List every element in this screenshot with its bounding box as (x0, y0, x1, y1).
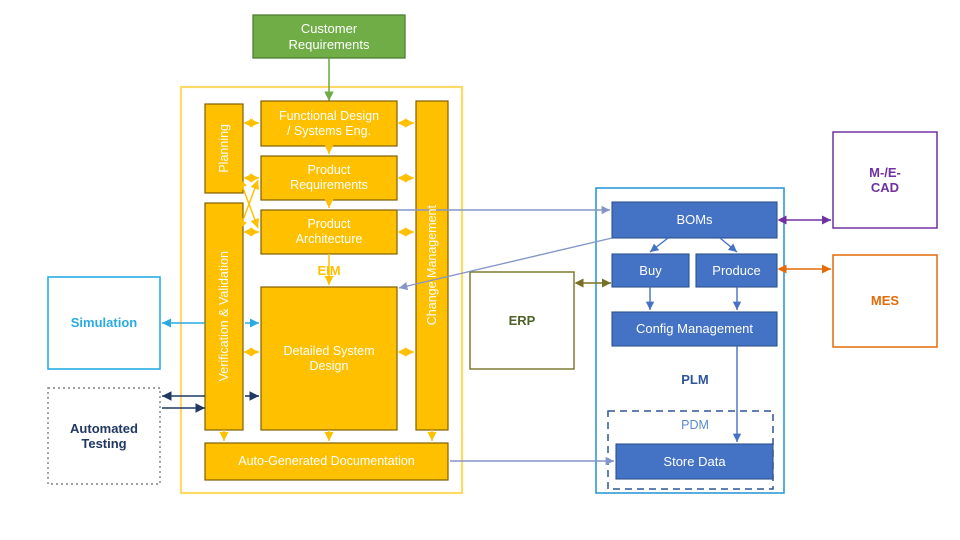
arrow-cross-up (238, 179, 260, 230)
product-requirements-box (260, 155, 398, 201)
store-data-box (615, 443, 774, 480)
product-architecture-box (260, 209, 398, 255)
eim-frame (179, 85, 464, 495)
automated-testing-box (47, 387, 161, 485)
change-management-box (415, 100, 449, 431)
boms-box (611, 201, 778, 239)
config-management-box (611, 311, 778, 347)
planning-box (204, 103, 244, 194)
detailed-system-design-box (260, 286, 398, 431)
arrow-boms-to-buy (649, 237, 669, 253)
mes-box (832, 254, 938, 348)
mecad-box (832, 131, 938, 229)
simulation-box (47, 276, 161, 370)
arrow-boms-to-detailed-design (398, 237, 613, 291)
plm-frame (595, 187, 785, 494)
verification-validation-box (204, 202, 244, 431)
produce-box (695, 253, 778, 288)
buy-box (611, 253, 690, 288)
auto-generated-documentation-box (204, 442, 449, 481)
arrow-boms-to-produce (719, 237, 738, 253)
erp-box (469, 271, 575, 370)
customer-requirements-box (252, 14, 406, 59)
functional-design-box (260, 100, 398, 147)
